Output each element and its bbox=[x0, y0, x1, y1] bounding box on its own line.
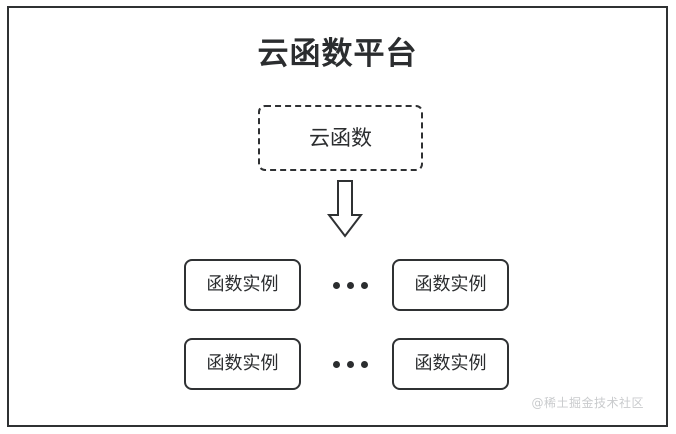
ellipsis-dot bbox=[332, 281, 340, 289]
ellipsis-dot bbox=[346, 360, 354, 368]
watermark: @稀土掘金技术社区 bbox=[531, 396, 644, 410]
ellipsis-dot bbox=[332, 360, 340, 368]
ellipsis-dot bbox=[346, 281, 354, 289]
function-instance-box: 函数实例 bbox=[184, 259, 301, 311]
function-instance-box: 函数实例 bbox=[392, 259, 509, 311]
cloud-function-node: 云函数 bbox=[258, 105, 423, 171]
function-instance-box: 函数实例 bbox=[184, 338, 301, 390]
down-arrow-icon bbox=[326, 180, 364, 238]
cloud-function-platform-container: 云函数平台 云函数 函数实例 函数实例 函数实例 bbox=[7, 6, 668, 427]
function-instance-label: 函数实例 bbox=[206, 353, 279, 374]
function-instance-label: 函数实例 bbox=[414, 353, 487, 374]
cloud-function-label: 云函数 bbox=[309, 126, 372, 150]
function-instance-label: 函数实例 bbox=[206, 274, 279, 295]
ellipsis-dot bbox=[360, 281, 368, 289]
instance-row: 函数实例 函数实例 bbox=[9, 338, 666, 390]
function-instance-box: 函数实例 bbox=[392, 338, 509, 390]
ellipsis-icon bbox=[322, 338, 378, 390]
ellipsis-dot bbox=[360, 360, 368, 368]
page-title: 云函数平台 bbox=[257, 36, 418, 72]
function-instance-label: 函数实例 bbox=[414, 274, 487, 295]
instance-row: 函数实例 函数实例 bbox=[9, 259, 666, 311]
ellipsis-icon bbox=[322, 259, 378, 311]
